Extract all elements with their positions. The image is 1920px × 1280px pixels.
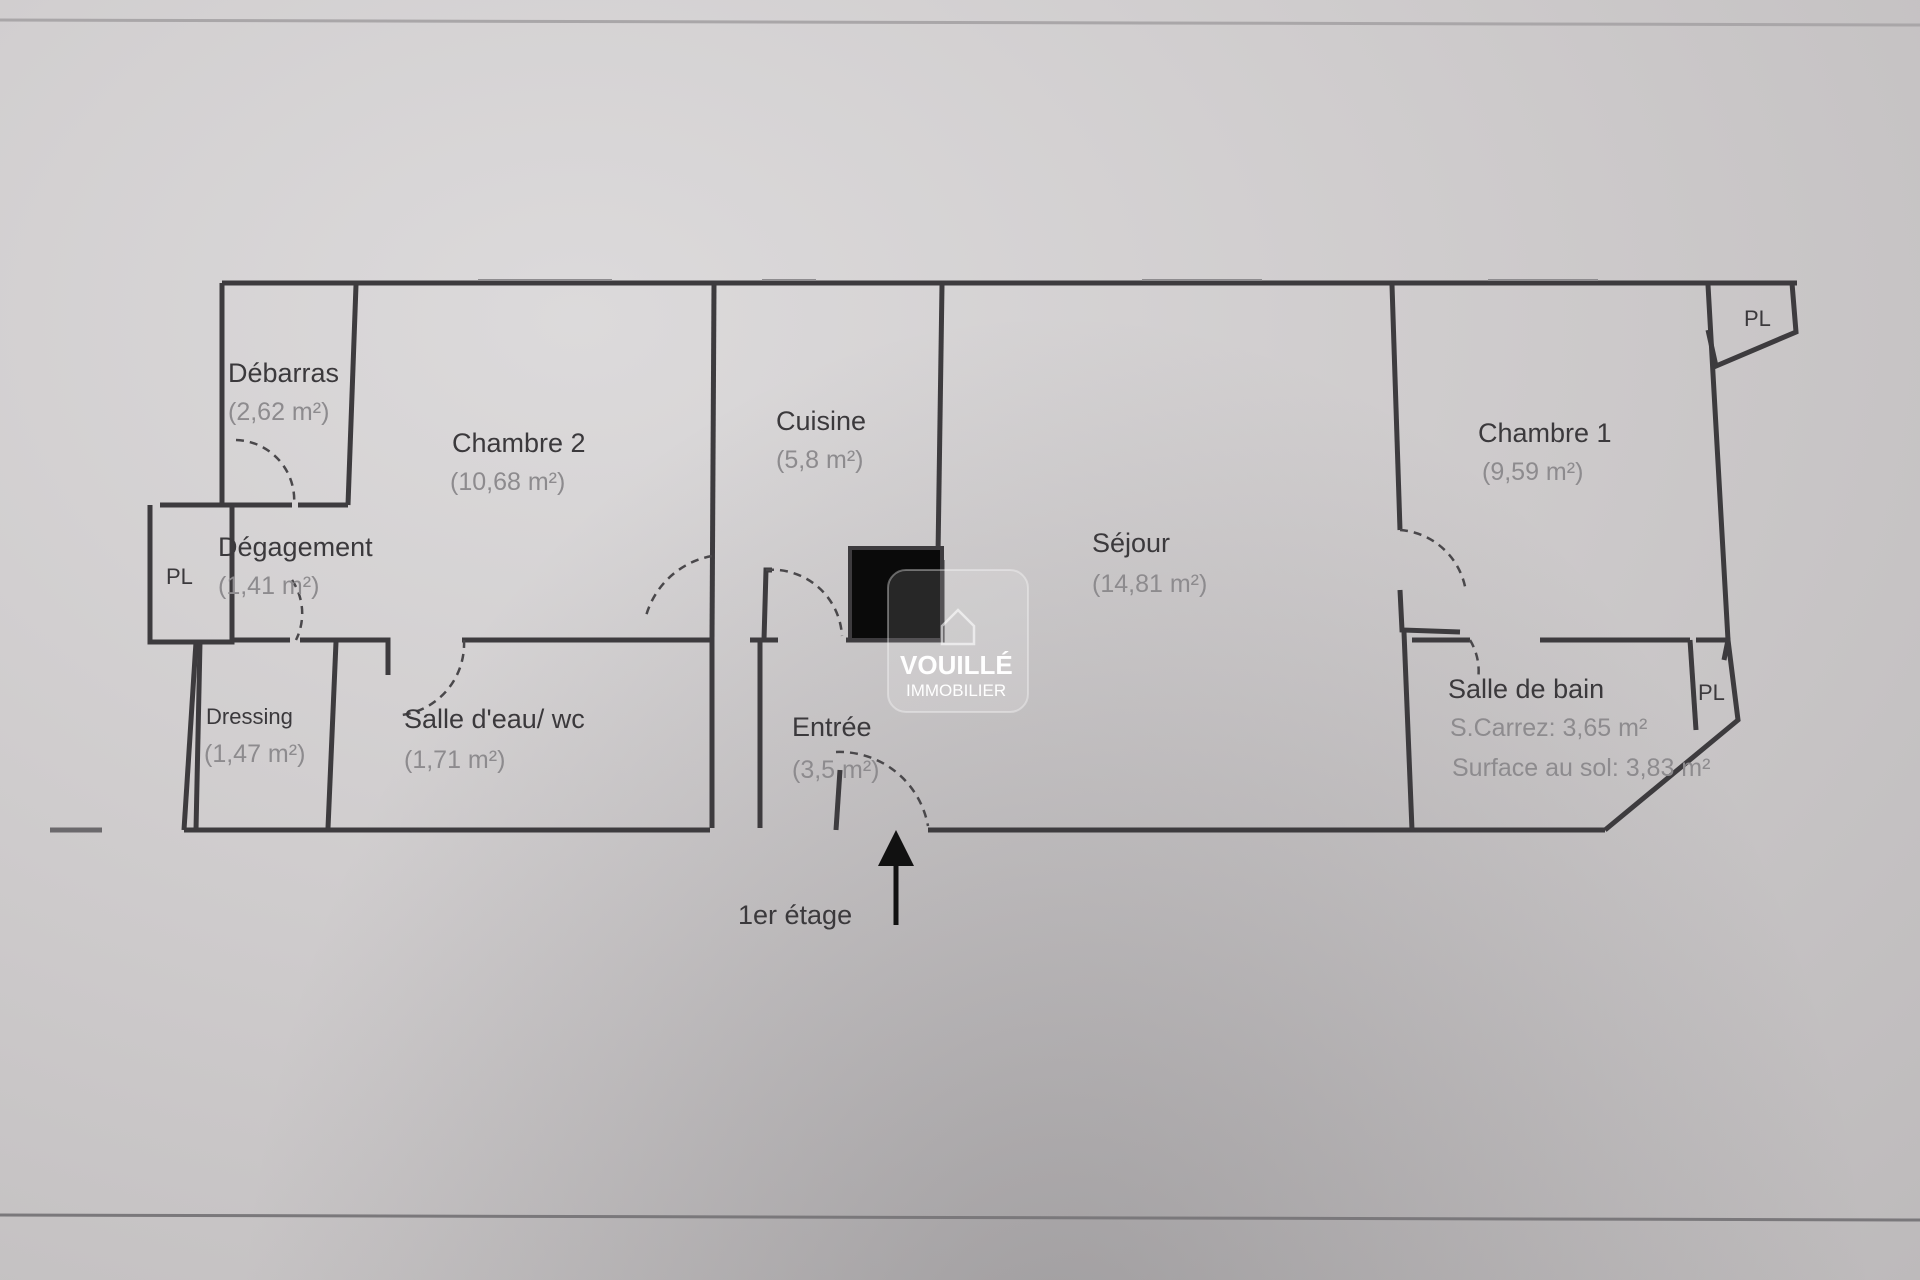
wall-entree-door-jamb bbox=[833, 769, 843, 831]
wall-sdb-pl-left bbox=[1687, 639, 1699, 731]
label-entry-floor: 1er étage bbox=[738, 900, 852, 930]
wall-dressing-right bbox=[325, 641, 339, 829]
walls bbox=[147, 280, 1799, 833]
watermark-line2: IMMOBILIER bbox=[906, 681, 1006, 700]
wall-cuisine-right bbox=[935, 284, 945, 556]
area-chambre2: (10,68 m²) bbox=[450, 468, 565, 496]
wall-chambre1-door bbox=[1397, 589, 1461, 635]
area-degagement: (1,41 m²) bbox=[218, 572, 319, 600]
door-cuisine bbox=[765, 568, 844, 637]
door-chambre1 bbox=[1399, 528, 1468, 593]
door-entree bbox=[835, 750, 930, 827]
door-swings bbox=[235, 438, 1480, 827]
watermark: VOUILLÉ IMMOBILIER bbox=[887, 569, 1029, 713]
watermark-line1: VOUILLÉ bbox=[900, 650, 1013, 680]
label-dressing: Dressing bbox=[206, 704, 293, 729]
label-chambre1: Chambre 1 bbox=[1478, 418, 1612, 448]
wall-chambre2-right bbox=[709, 284, 717, 641]
label-salle-eau: Salle d'eau/ wc bbox=[404, 704, 585, 734]
label-pl-sdb: PL bbox=[1698, 680, 1725, 705]
wall-sdb-diagonal bbox=[1603, 637, 1741, 832]
wall-dressing-left bbox=[193, 641, 203, 831]
entry-arrow bbox=[878, 830, 914, 925]
wall-corridor-b bbox=[300, 637, 391, 675]
wall-debarras-right bbox=[345, 284, 359, 506]
area-cuisine: (5,8 m²) bbox=[776, 446, 864, 474]
label-debarras: Débarras bbox=[228, 358, 339, 388]
wall-pl-top-right bbox=[1700, 280, 1799, 370]
label-pl-left: PL bbox=[166, 564, 193, 589]
area-entree: (3,5 m²) bbox=[792, 756, 880, 784]
label-cuisine: Cuisine bbox=[776, 406, 866, 436]
label-chambre2: Chambre 2 bbox=[452, 428, 586, 458]
wall-left-lower bbox=[181, 641, 199, 831]
entry-arrow-head bbox=[878, 830, 914, 866]
chimney-block bbox=[848, 546, 944, 642]
paper-edge-top bbox=[0, 18, 1920, 27]
paper-edge-bottom bbox=[0, 1213, 1920, 1222]
door-sdb bbox=[1468, 639, 1480, 681]
area-salle-eau: (1,71 m²) bbox=[404, 746, 505, 774]
area-dressing: (1,47 m²) bbox=[204, 740, 305, 768]
door-chambre2 bbox=[644, 554, 713, 617]
watermark-frame bbox=[887, 569, 1029, 713]
label-entree: Entrée bbox=[792, 712, 872, 742]
area-chambre1: (9,59 m²) bbox=[1482, 458, 1583, 486]
area-salle-bain-sol: Surface au sol: 3,83 m² bbox=[1452, 754, 1710, 782]
house-icon bbox=[940, 608, 976, 646]
door-degagement bbox=[290, 579, 304, 641]
label-pl-top-right: PL bbox=[1744, 306, 1771, 331]
label-sejour: Séjour bbox=[1092, 528, 1170, 558]
area-debarras: (2,62 m²) bbox=[228, 398, 329, 426]
wall-sejour-right-upper bbox=[1389, 284, 1403, 531]
wall-entree-stub bbox=[761, 567, 772, 641]
wall-sejour-right-lower bbox=[1401, 631, 1415, 831]
door-debarras bbox=[235, 438, 296, 506]
area-sejour: (14,81 m²) bbox=[1092, 570, 1207, 598]
label-degagement: Dégagement bbox=[218, 532, 373, 562]
label-salle-bain: Salle de bain bbox=[1448, 674, 1604, 704]
area-salle-bain-carrez: S.Carrez: 3,65 m² bbox=[1450, 714, 1647, 742]
